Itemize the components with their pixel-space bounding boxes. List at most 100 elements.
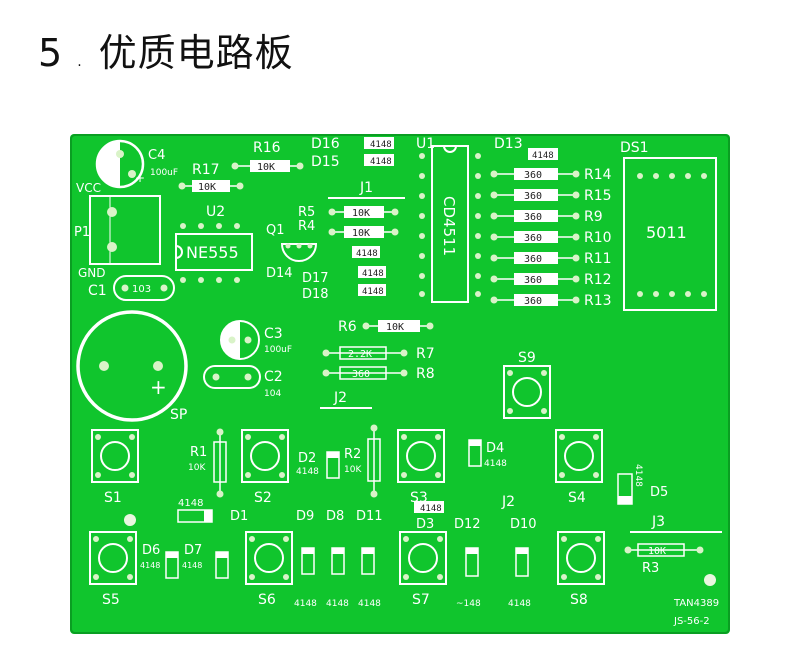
resistor-r14 [490, 168, 580, 180]
label-s2: S2 [254, 490, 272, 506]
diode-d1-band [204, 510, 212, 522]
label-r11: R11 [584, 251, 612, 267]
value-r3: 10K [648, 546, 666, 557]
value-d3: 4148 [420, 504, 442, 514]
label-u1: U1 [416, 136, 435, 152]
chip-u1 [419, 145, 481, 303]
diode-d14 [352, 246, 380, 258]
mounting-hole-left [124, 514, 136, 526]
diode-d4-band [469, 440, 481, 446]
diode-d8 [331, 547, 345, 575]
capacitor-c4: + [95, 139, 145, 189]
label-cd4511: CD4511 [440, 196, 458, 256]
switch-s5 [89, 531, 137, 585]
label-d1: D1 [230, 509, 248, 524]
diode-d6-band [166, 552, 178, 558]
value-d12: ~148 [456, 599, 481, 609]
value-d16: 4148 [370, 140, 392, 150]
value-c2: 104 [264, 389, 281, 399]
label-d16: D16 [311, 136, 340, 152]
switch-s1 [91, 429, 139, 483]
capacitor-c3 [220, 320, 260, 360]
label-s7: S7 [412, 592, 430, 608]
title-dot: . [77, 54, 83, 70]
label-c1: C1 [88, 283, 107, 299]
label-d9: D9 [296, 509, 314, 524]
diode-d18 [358, 284, 386, 296]
resistor-r8 [322, 366, 408, 380]
diode-d7-band [216, 552, 228, 558]
resistor-r5 [328, 206, 399, 218]
label-d2: D2 [298, 451, 316, 466]
label-gnd: GND [78, 266, 106, 280]
mounting-hole-right [704, 574, 716, 586]
resistor-r6 [362, 320, 434, 332]
value-d7: 4148 [182, 561, 202, 570]
value-d13: 4148 [532, 151, 554, 161]
label-r8: R8 [416, 366, 435, 382]
label-d7: D7 [184, 543, 202, 558]
label-r12: R12 [584, 272, 612, 288]
label-j1: J1 [359, 180, 373, 196]
label-r14: R14 [584, 167, 612, 183]
value-r16: 10K [257, 162, 275, 173]
label-vcc: VCC [76, 181, 101, 195]
value-r2: 10K [344, 465, 362, 475]
pcb-board-edge [70, 134, 730, 634]
resistor-r11 [490, 252, 580, 264]
value-r1: 10K [188, 463, 206, 473]
label-tan4389: TAN4389 [673, 598, 719, 609]
label-u2: U2 [206, 204, 225, 220]
label-d4: D4 [486, 441, 504, 456]
label-j2-top: J2 [333, 390, 347, 406]
label-c4-value: 100uF [150, 168, 178, 178]
switch-s9 [503, 365, 551, 419]
resistor-r2 [367, 424, 381, 498]
value-r13: 360 [524, 296, 542, 307]
label-r3: R3 [642, 561, 659, 576]
title-number: 5 [38, 31, 64, 75]
diode-d17 [358, 266, 386, 278]
label-sp: SP [170, 407, 187, 423]
connector-p1 [89, 195, 161, 265]
label-d15: D15 [311, 154, 340, 170]
diode-d10 [515, 547, 529, 577]
value-r17: 10K [198, 182, 216, 193]
label-q1: Q1 [266, 223, 285, 238]
value-r8: 360 [352, 369, 370, 380]
switch-s4 [555, 429, 603, 483]
resistor-r13 [490, 294, 580, 306]
label-r10: R10 [584, 230, 612, 246]
diode-d2-band [327, 452, 339, 458]
pcb-board [70, 134, 730, 634]
resistor-r10 [490, 231, 580, 243]
value-d11: 4148 [358, 599, 381, 609]
value-d4: 4148 [484, 459, 507, 469]
title-text: 优质电路板 [98, 31, 294, 75]
display-ds1 [623, 157, 717, 311]
diode-d11 [361, 547, 375, 575]
label-s8: S8 [570, 592, 588, 608]
label-r9: R9 [584, 209, 603, 225]
switch-s8 [557, 531, 605, 585]
diode-d13 [528, 148, 558, 160]
diode-d9 [301, 547, 315, 575]
value-c1: 103 [132, 284, 151, 295]
label-d17: D17 [302, 271, 329, 286]
label-r5: R5 [298, 205, 315, 220]
chip-u2 [175, 223, 253, 283]
value-c3: 100uF [264, 345, 292, 355]
label-r7: R7 [416, 346, 435, 362]
label-js-56-2: JS-56-2 [673, 616, 710, 627]
label-d5: D5 [650, 485, 668, 500]
speaker-sp [76, 310, 188, 422]
value-d18: 4148 [362, 287, 384, 297]
value-r15: 360 [524, 191, 542, 202]
value-d15: 4148 [370, 157, 392, 167]
pcb-photo: + C4 100uF R16 10K R17 10K VCC P1 GND C1… [70, 134, 730, 634]
label-d10: D10 [510, 517, 537, 532]
label-d6: D6 [142, 543, 160, 558]
label-r15: R15 [584, 188, 612, 204]
